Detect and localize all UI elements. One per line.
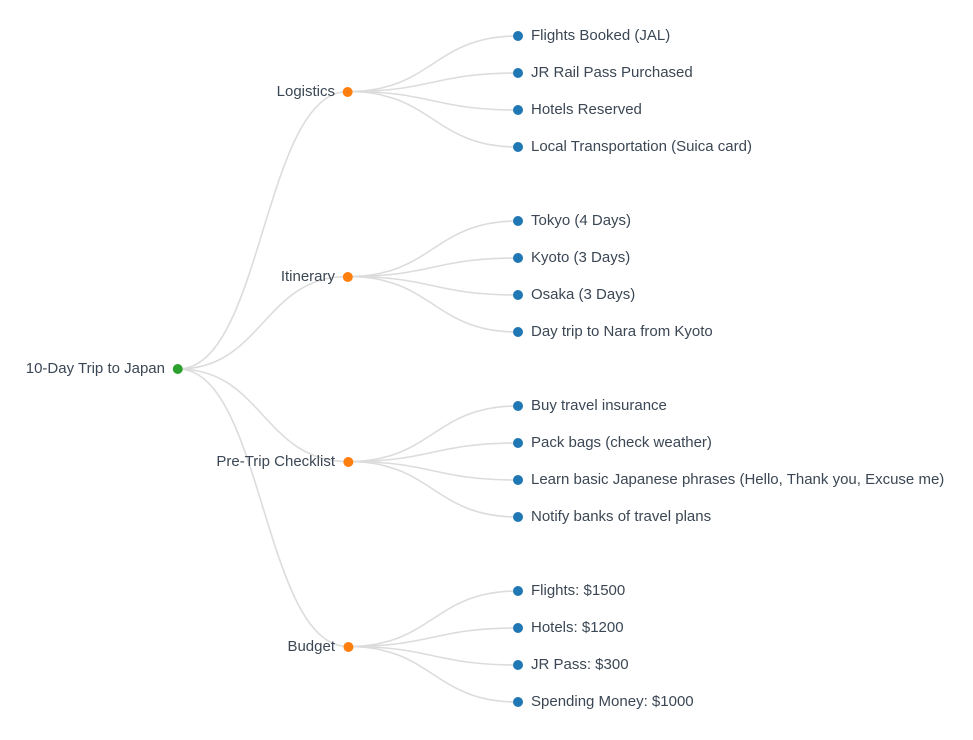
leaf-label: Kyoto (3 Days) <box>531 249 631 266</box>
leaf-dot-icon[interactable] <box>513 623 523 633</box>
leaf-node: Spending Money: $1000 <box>513 693 694 711</box>
edge-path <box>347 275 519 296</box>
leaf-label: Osaka (3 Days) <box>531 286 636 303</box>
leaf-node: Hotels: $1200 <box>513 619 624 637</box>
leaf-label: Day trip to Nara from Kyoto <box>531 323 713 340</box>
edge-path <box>347 645 519 666</box>
leaf-dot-icon[interactable] <box>513 438 523 448</box>
leaf-label: Tokyo (4 Days) <box>531 212 632 229</box>
leaf-label: Buy travel insurance <box>531 397 667 414</box>
edge-path <box>347 35 519 93</box>
edge-path <box>177 368 349 648</box>
leaf-label: Pack bags (check weather) <box>531 434 712 451</box>
branch-dot-icon[interactable] <box>343 456 353 467</box>
branch-dot-icon[interactable] <box>343 641 353 652</box>
leaf-label: Notify banks of travel plans <box>531 508 712 525</box>
leaf-node: JR Rail Pass Purchased <box>513 64 693 82</box>
branch-dot-icon[interactable] <box>343 86 353 97</box>
leaf-node: Kyoto (3 Days) <box>513 249 630 267</box>
leaf-dot-icon[interactable] <box>513 660 523 670</box>
leaf-label: Hotels Reserved <box>531 101 642 118</box>
leaf-dot-icon[interactable] <box>513 105 523 115</box>
root-label: 10-Day Trip to Japan <box>25 360 165 377</box>
branch-node-pre-trip-checklist: Pre-Trip Checklist <box>216 453 353 471</box>
edge-path <box>347 90 519 111</box>
mindmap-root-node: 10-Day Trip to Japan <box>26 360 183 378</box>
leaf-node: Learn basic Japanese phrases (Hello, Tha… <box>513 471 944 489</box>
leaf-dot-icon[interactable] <box>513 586 523 596</box>
branch-dot-icon[interactable] <box>343 271 353 282</box>
leaf-dot-icon[interactable] <box>513 216 523 226</box>
edge-path <box>347 442 519 463</box>
edge-path <box>347 405 519 463</box>
leaf-node: Day trip to Nara from Kyoto <box>513 323 713 341</box>
branch-node-budget: Budget <box>287 638 353 656</box>
edge-path <box>347 220 519 278</box>
leaf-label: Spending Money: $1000 <box>531 693 694 710</box>
leaf-node: Notify banks of travel plans <box>513 508 711 526</box>
leaf-dot-icon[interactable] <box>513 290 523 300</box>
edge-path <box>347 460 519 518</box>
leaf-label: JR Pass: $300 <box>531 656 629 673</box>
root-dot-icon[interactable] <box>173 364 183 374</box>
leaf-node: Flights Booked (JAL) <box>513 27 670 45</box>
branch-label: Logistics <box>276 82 335 100</box>
leaf-node: Pack bags (check weather) <box>513 434 712 452</box>
edge-path <box>347 627 519 648</box>
leaf-node: Osaka (3 Days) <box>513 286 635 304</box>
leaf-node: Tokyo (4 Days) <box>513 212 631 230</box>
branch-label: Itinerary <box>280 267 335 285</box>
leaf-label: Flights: $1500 <box>531 582 626 599</box>
leaf-dot-icon[interactable] <box>513 475 523 485</box>
leaf-label: Flights Booked (JAL) <box>531 27 671 44</box>
leaf-dot-icon[interactable] <box>513 31 523 41</box>
leaf-dot-icon[interactable] <box>513 512 523 522</box>
leaf-node: Buy travel insurance <box>513 397 667 415</box>
leaf-label: Local Transportation (Suica card) <box>531 138 752 155</box>
leaf-dot-icon[interactable] <box>513 142 523 152</box>
edge-path <box>347 590 519 648</box>
branch-node-itinerary: Itinerary <box>281 268 353 286</box>
edge-path <box>177 90 349 370</box>
branch-label: Budget <box>287 637 335 655</box>
edge-path <box>177 275 349 370</box>
edge-path <box>347 72 519 93</box>
branch-label: Pre-Trip Checklist <box>216 452 335 470</box>
edge-path <box>347 645 519 703</box>
leaf-label: Hotels: $1200 <box>531 619 624 636</box>
leaf-dot-icon[interactable] <box>513 401 523 411</box>
edge-path <box>347 90 519 148</box>
branch-node-logistics: Logistics <box>277 83 353 101</box>
leaf-dot-icon[interactable] <box>513 68 523 78</box>
leaf-label: Learn basic Japanese phrases (Hello, Tha… <box>531 471 945 488</box>
leaf-dot-icon[interactable] <box>513 253 523 263</box>
edge-path <box>347 257 519 278</box>
leaf-node: Flights: $1500 <box>513 582 625 600</box>
leaf-node: Local Transportation (Suica card) <box>513 138 752 156</box>
leaf-label: JR Rail Pass Purchased <box>531 64 693 81</box>
edge-path <box>177 368 349 463</box>
leaf-node: JR Pass: $300 <box>513 656 629 674</box>
leaf-dot-icon[interactable] <box>513 697 523 707</box>
leaf-node: Hotels Reserved <box>513 101 642 119</box>
leaf-dot-icon[interactable] <box>513 327 523 337</box>
edge-path <box>347 275 519 333</box>
edge-path <box>347 460 519 481</box>
